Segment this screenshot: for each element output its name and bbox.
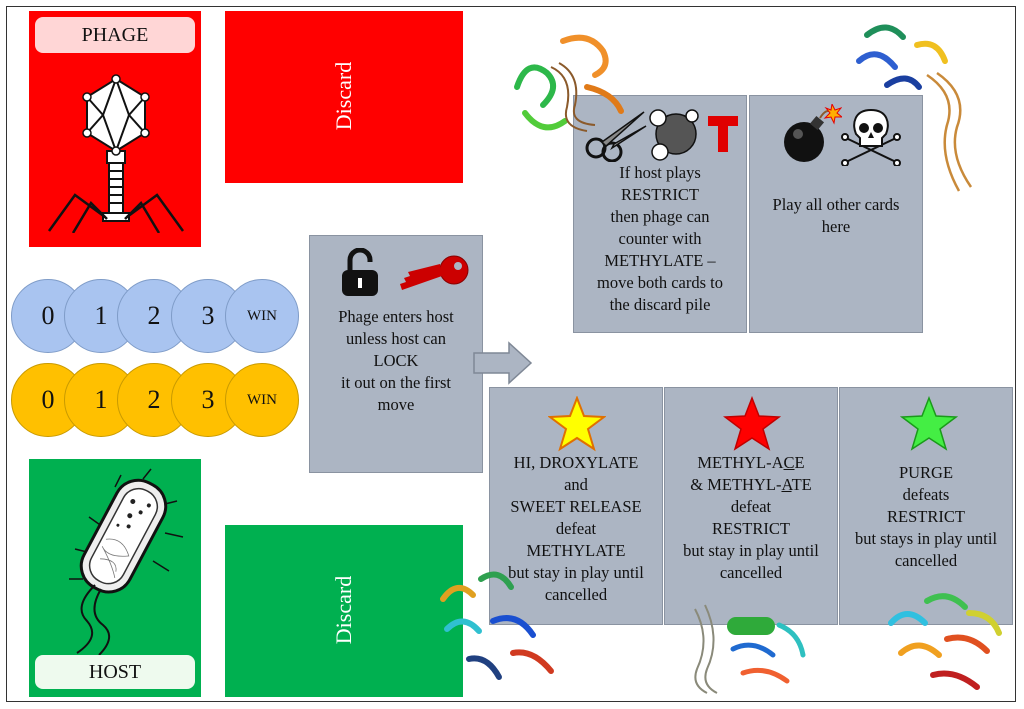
- purge-line: RESTRICT: [887, 507, 965, 526]
- restrict-line: RESTRICT: [621, 185, 699, 204]
- restrict-card[interactable]: If host plays RESTRICT then phage can co…: [573, 95, 747, 333]
- lock-line: LOCK: [373, 351, 419, 370]
- bacteriophage-icon: [47, 74, 185, 233]
- phage-label: PHAGE: [35, 17, 195, 53]
- host-score-win[interactable]: WIN: [225, 363, 299, 437]
- bacterium-icon: [69, 468, 184, 656]
- letter-t-icon: [708, 116, 738, 152]
- hydroxylate-line: SWEET RELEASE: [510, 497, 642, 516]
- host-discard-pile[interactable]: Discard: [225, 525, 463, 697]
- methylace-text: METHYL-ACE & METHYL-ATE defeat RESTRICT …: [669, 452, 833, 584]
- protein-structure-icon: [856, 24, 973, 192]
- methylace-line: RESTRICT: [712, 519, 790, 538]
- hydroxylate-line: METHYLATE: [526, 541, 626, 560]
- methylace-underline: C: [783, 453, 795, 472]
- hydroxylate-line: defeat: [555, 519, 597, 538]
- restrict-card-text: If host plays RESTRICT then phage can co…: [578, 162, 742, 316]
- methylace-line: cancelled: [719, 563, 783, 582]
- methylace-line: defeat: [730, 497, 772, 516]
- hydroxylate-line: but stay in play until: [508, 563, 644, 582]
- methylace-line: but stay in play until: [683, 541, 819, 560]
- hydroxylate-line: and: [564, 475, 588, 494]
- star-icon: [723, 396, 781, 451]
- restrict-line: METHYLATE –: [604, 251, 716, 270]
- methylate-underline: A: [781, 475, 792, 494]
- host-card[interactable]: HOST: [29, 459, 201, 697]
- purge-line: but stays in play until: [854, 529, 998, 548]
- protein-structure-icon: [888, 593, 1002, 690]
- discard-label: Discard: [331, 61, 356, 131]
- methylace-part: METHYL-A: [697, 453, 784, 472]
- purge-line: cancelled: [894, 551, 958, 570]
- lock-line: Phage enters host: [338, 307, 454, 326]
- restrict-line: then phage can: [610, 207, 710, 226]
- phage-discard-pile[interactable]: Discard: [225, 11, 463, 183]
- molecule-icon: [649, 109, 699, 161]
- scissors-icon: [585, 111, 647, 162]
- hydroxylate-card[interactable]: HI, DROXYLATE and SWEET RELEASE defeat M…: [489, 387, 663, 625]
- purge-text: PURGE defeats RESTRICT but stays in play…: [844, 462, 1008, 572]
- play-area-text: Play all other cards here: [754, 194, 918, 238]
- hydroxylate-line: cancelled: [544, 585, 608, 604]
- protein-structure-icon: [514, 34, 624, 132]
- protein-structure-icon: [440, 571, 554, 680]
- purge-card[interactable]: PURGE defeats RESTRICT but stays in play…: [839, 387, 1013, 625]
- methylate-part: & METHYL-: [690, 475, 782, 494]
- protein-structure-icon: [694, 604, 806, 694]
- phage-score-win[interactable]: WIN: [225, 279, 299, 353]
- purge-line: defeats: [902, 485, 950, 504]
- skull-crossbones-icon: [841, 108, 901, 166]
- phage-card[interactable]: PHAGE: [29, 11, 201, 247]
- restrict-line: the discard pile: [609, 295, 711, 314]
- methylate-line: & METHYL-ATE: [669, 474, 833, 496]
- star-icon: [548, 396, 606, 452]
- restrict-line: counter with: [618, 229, 702, 248]
- bomb-icon: [784, 104, 842, 162]
- lock-card-text: Phage enters host unless host can LOCK i…: [314, 306, 478, 416]
- play-area-card[interactable]: Play all other cards here: [749, 95, 923, 333]
- discard-label: Discard: [331, 575, 356, 645]
- hydroxylate-text: HI, DROXYLATE and SWEET RELEASE defeat M…: [494, 452, 658, 606]
- lock-card[interactable]: Phage enters host unless host can LOCK i…: [309, 235, 483, 473]
- game-board: PHAGE: [6, 6, 1016, 702]
- play-line: here: [821, 217, 851, 236]
- restrict-line: move both cards to: [596, 273, 723, 292]
- lock-line: unless host can: [346, 329, 446, 348]
- methylate-part: TE: [791, 475, 812, 494]
- methylace-line: METHYL-ACE: [669, 452, 833, 474]
- methylace-card[interactable]: METHYL-ACE & METHYL-ATE defeat RESTRICT …: [664, 387, 838, 625]
- play-line: Play all other cards: [772, 195, 900, 214]
- star-icon: [900, 396, 958, 451]
- hydroxylate-line: HI, DROXYLATE: [513, 453, 639, 472]
- lock-line: it out on the first: [341, 373, 451, 392]
- open-padlock-icon: [342, 248, 378, 296]
- lock-line: move: [377, 395, 415, 414]
- purge-line: PURGE: [898, 463, 954, 482]
- arrow-right-icon: [473, 341, 533, 385]
- restrict-line: If host plays: [619, 163, 701, 182]
- methylace-part: E: [794, 453, 805, 472]
- host-label: HOST: [35, 655, 195, 689]
- key-icon: [400, 255, 469, 290]
